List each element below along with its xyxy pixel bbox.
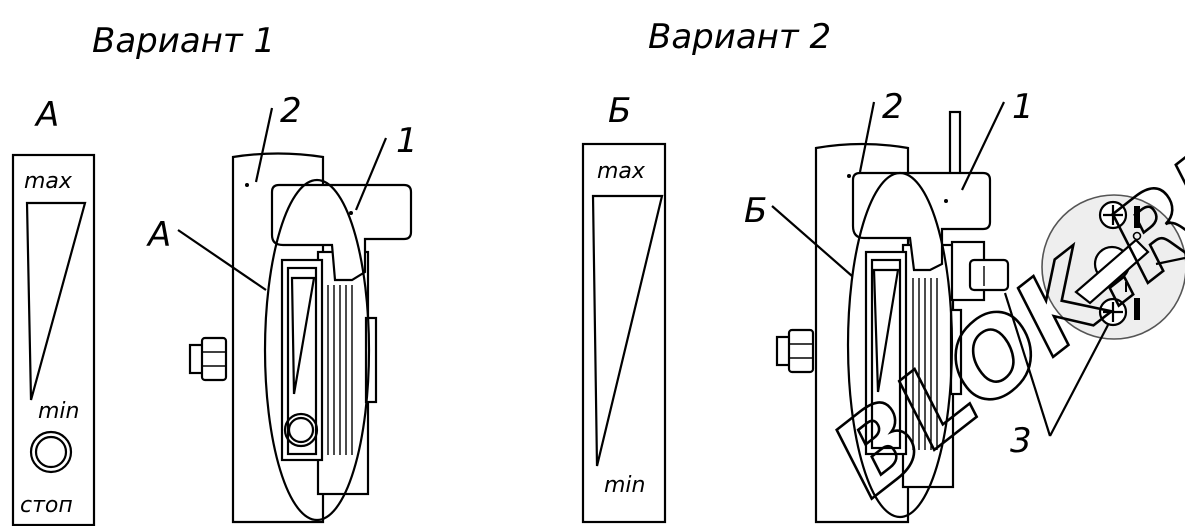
variant1-leader-1 [354,137,388,211]
variant1-indicator-strip [11,153,96,527]
variant2-switch-button [968,258,1010,292]
variant2-indicator-strip [581,142,667,524]
variant1-leader-a [177,229,267,291]
variant1-detail-ellipse [263,178,371,522]
variant2-callout-letter: Б [744,191,767,231]
variant2-detail-ellipse [846,171,954,519]
variant2-leader-3a [1003,292,1052,437]
variant1-callout-2: 2 [280,91,302,131]
variant1-level-wedge [25,201,87,401]
variant1-detail-letter: А [34,95,59,135]
variant2-detail-view: Б max min [581,91,667,524]
variant2-selector-lever [1074,238,1150,305]
variant2-level-wedge [591,194,664,467]
variant1-window-button [283,412,319,448]
variant1-bolt-head [200,336,228,382]
variant2-leader-2 [858,101,876,173]
variant2-callout-3: 3 [1010,421,1032,461]
variant1-min-label: min [38,399,80,424]
variant1-max-label: max [24,169,73,194]
variant2-leader-3b [1049,324,1109,437]
variant1-callout-letter: А [146,215,171,255]
variant1-stop-button-inner [34,435,68,469]
variant2-callout-2: 2 [882,87,904,127]
variant1-detail-view: А max min стоп [11,95,96,527]
variant2-leader-1 [961,101,1005,191]
variant2-marking-glyphs [1125,206,1142,320]
variant2-switch-magnifier [1041,194,1185,340]
variant1-stop-label: стоп [20,493,73,518]
variant2-max-label: max [597,159,646,184]
variant2-window-wedge [872,268,900,393]
variant2-title: Вариант 2 [648,17,831,57]
variant1-window-wedge [290,276,316,395]
variant2-leader-b [771,205,853,277]
variant2-cable-line [1155,256,1185,266]
variant2-bolt-head [787,328,815,374]
variant1-assembly: А 2 1 [146,91,418,524]
variant2-min-label: min [604,473,646,498]
variant1-back-plate [316,250,370,496]
variant1-stop-button-outer [29,430,73,474]
variant1-leader-2 [254,107,274,183]
variant2-detail-letter: Б [608,91,631,131]
variant1-element-1 [270,183,413,282]
variant2-callout-1: 1 [1012,87,1034,127]
variant1-callout-1: 1 [396,121,418,161]
variant2-assembly: Б 2 1 3 [744,87,1185,524]
variant1-title: Вариант 1 [92,21,275,61]
variant2-back-plate [901,243,955,489]
